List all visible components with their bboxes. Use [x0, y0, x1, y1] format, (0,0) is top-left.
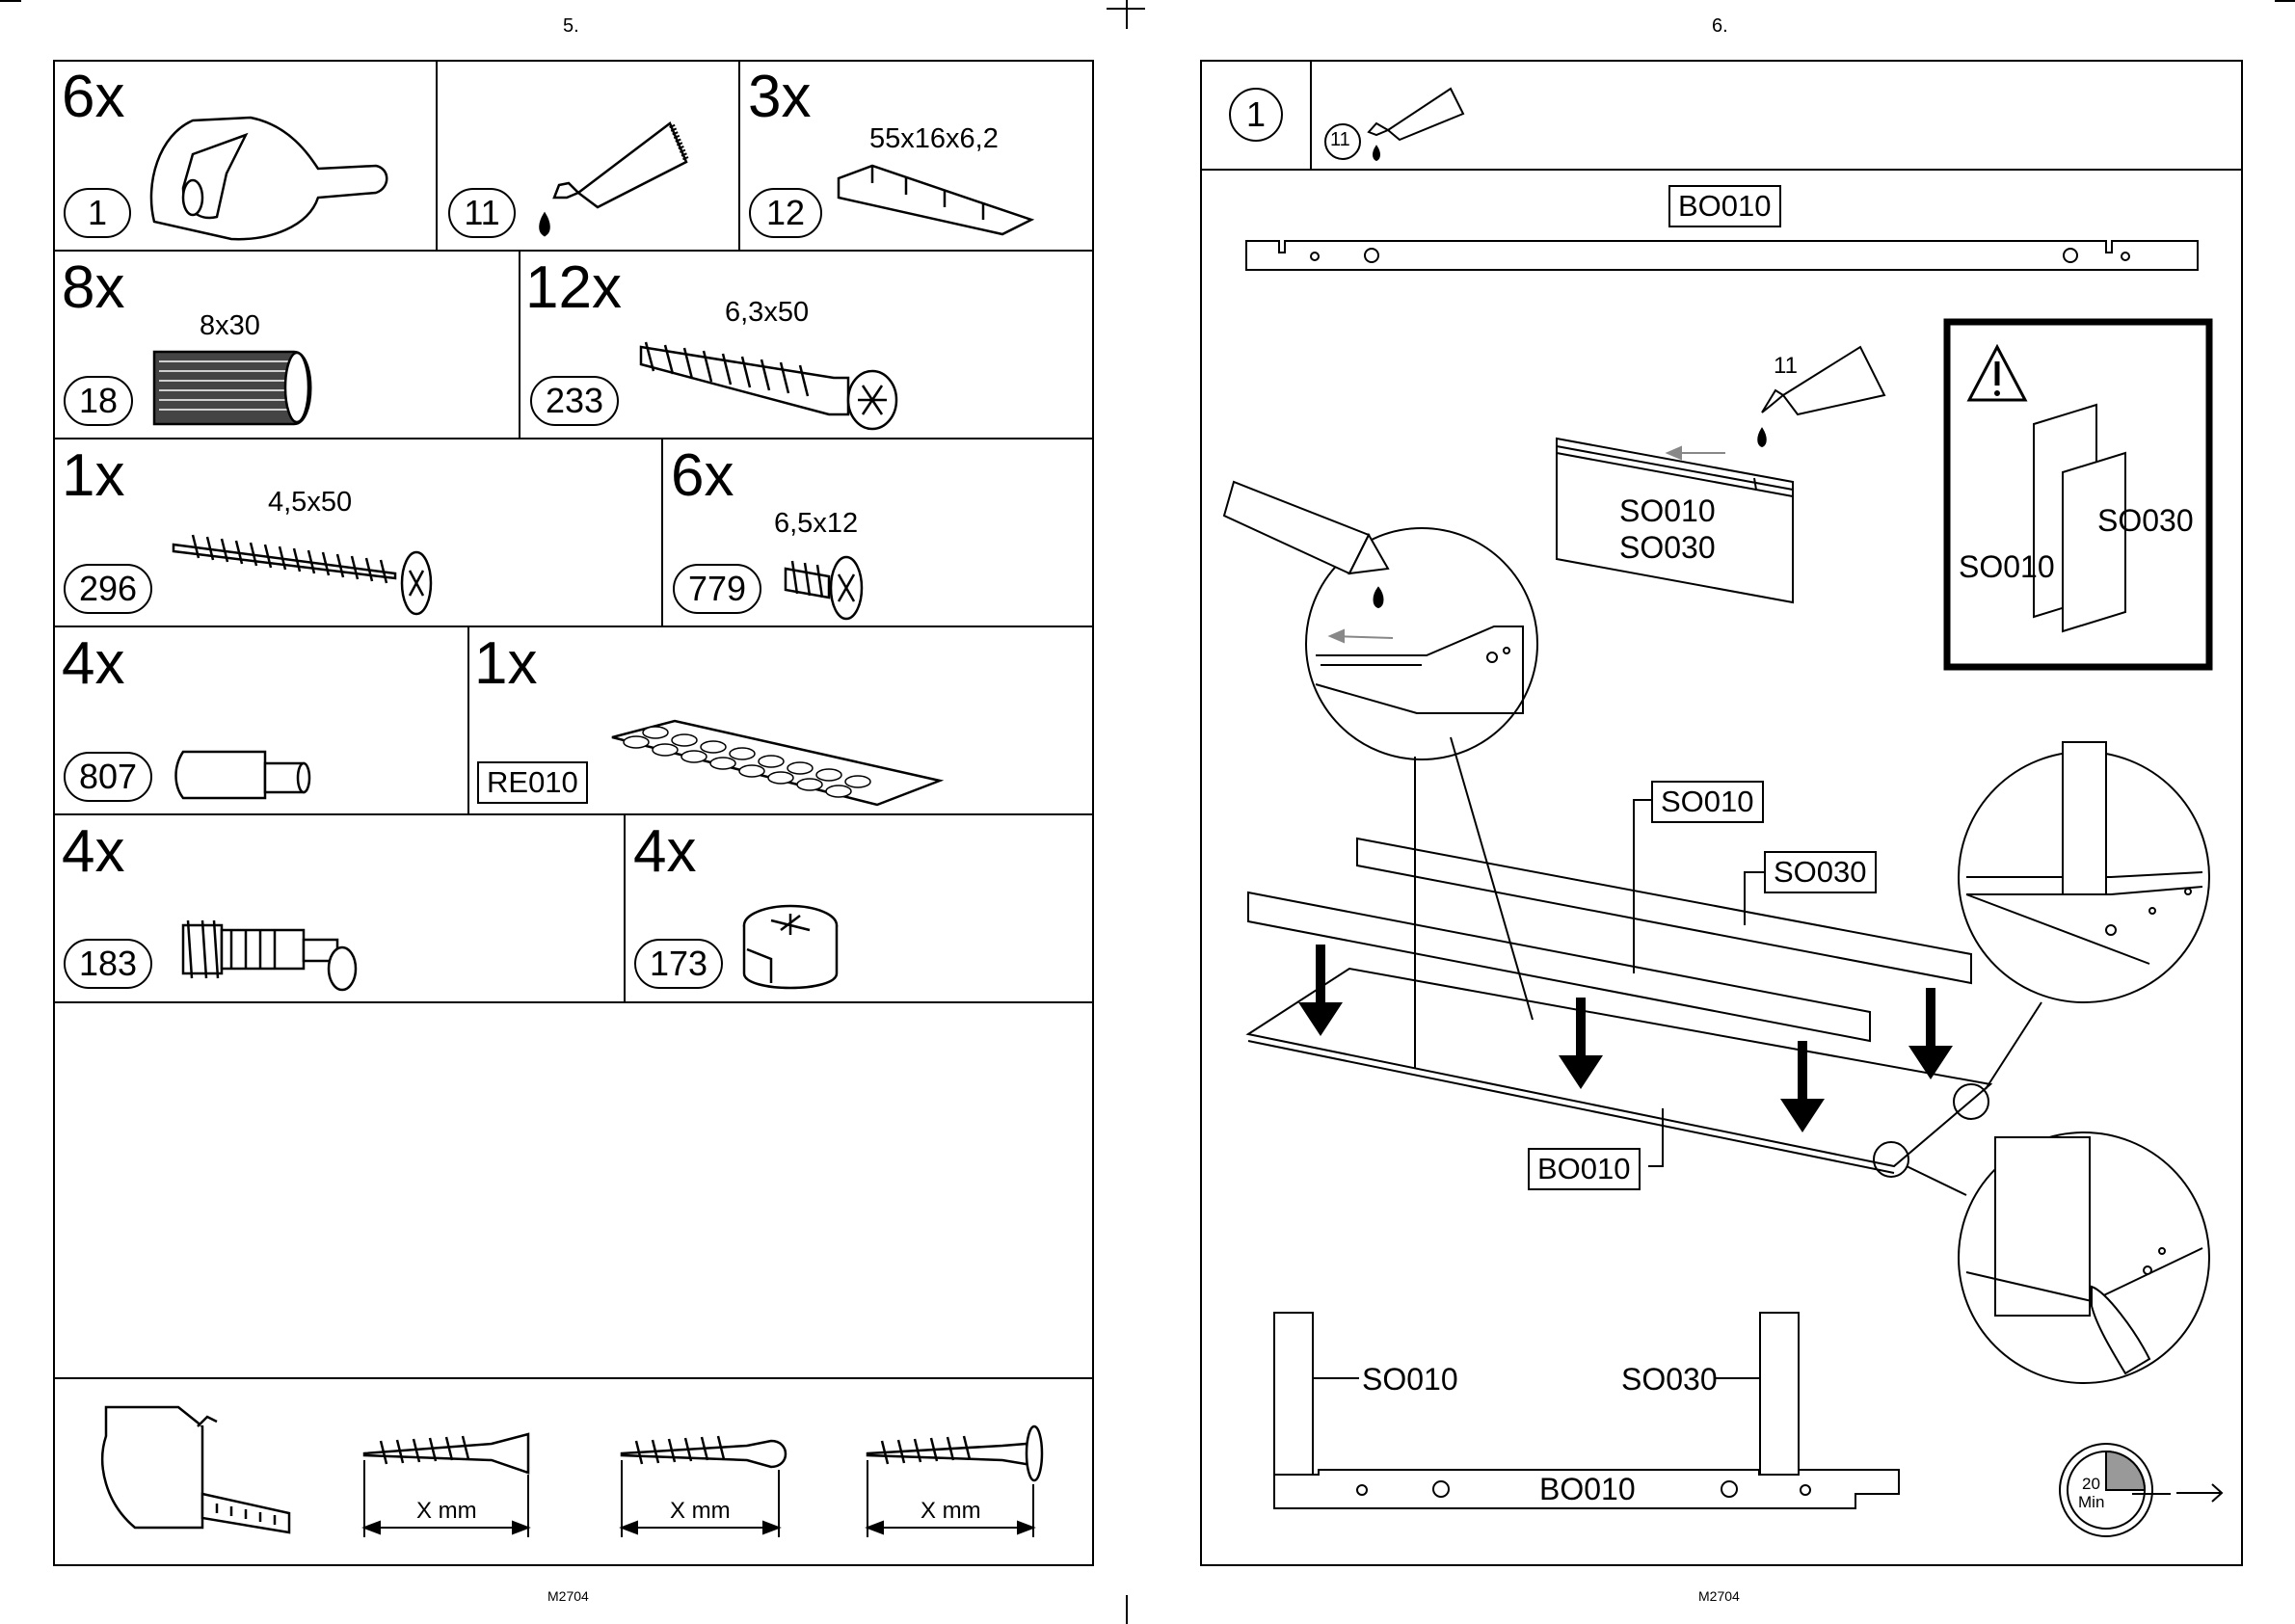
warning-label-so010: SO010	[1959, 549, 2055, 585]
label-bo010: BO010	[1539, 1472, 1636, 1507]
glue-number: 11	[1774, 353, 1798, 380]
label-so030: SO030	[1619, 530, 1716, 566]
label-so010: SO010	[1651, 781, 1764, 823]
label-bo010: BO010	[1668, 185, 1781, 227]
assembly-bo010	[1248, 969, 1990, 1173]
label-bo010: BO010	[1528, 1148, 1641, 1190]
glue-tube-icon	[1369, 89, 1463, 160]
timer-icon	[2060, 1444, 2171, 1536]
label-so010: SO010	[1619, 493, 1716, 529]
next-arrow-icon	[2176, 1484, 2222, 1502]
label-so010: SO010	[1362, 1362, 1458, 1398]
warning-box	[1947, 322, 2209, 667]
warning-label-so030: SO030	[2097, 503, 2194, 539]
zoom-circle-top	[1959, 742, 2209, 1002]
zoom-circle-bottom	[1959, 1132, 2209, 1383]
glue-id: 11	[1330, 129, 1350, 151]
assembly-so030	[1357, 839, 1971, 983]
step-number: 1	[1246, 94, 1266, 135]
label-so030: SO030	[1764, 851, 1877, 893]
timer-value: 20	[2082, 1475, 2100, 1494]
timer-unit: Min	[2078, 1493, 2104, 1512]
label-so030: SO030	[1621, 1362, 1718, 1398]
bo010-panel-top	[1246, 241, 2198, 270]
